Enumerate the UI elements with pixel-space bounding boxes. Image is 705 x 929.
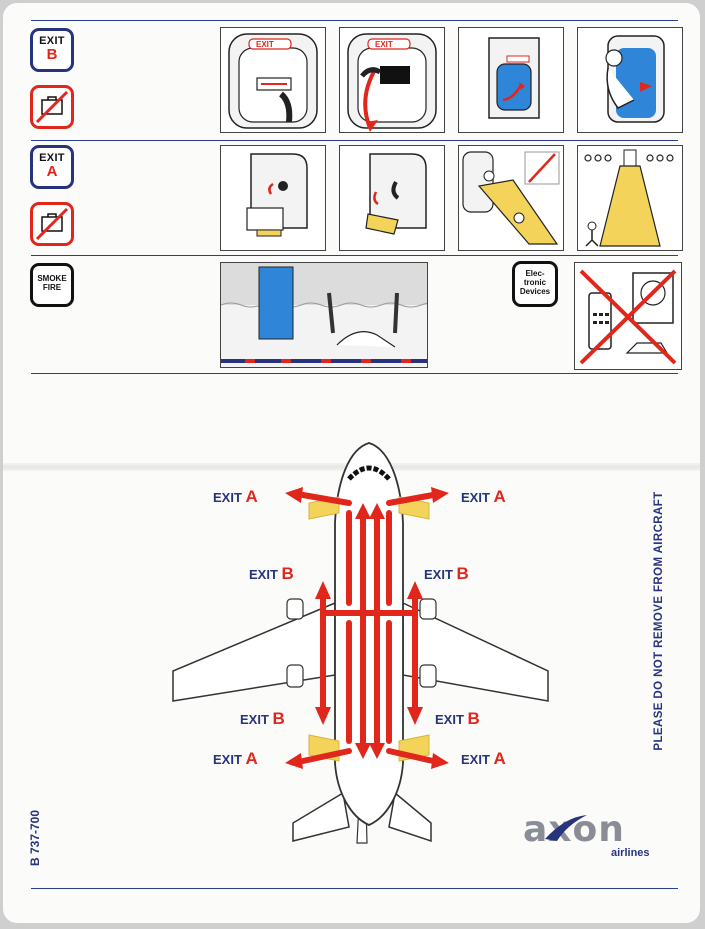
exit-a-badge: EXIT A xyxy=(30,145,74,189)
exit-label-rear-right: EXIT A xyxy=(461,749,506,768)
exit-sign-text: EXIT xyxy=(256,40,274,49)
exit-a-step-2-panel xyxy=(339,145,445,251)
no-luggage-badge xyxy=(30,85,74,129)
exit-label-front-right: EXIT A xyxy=(461,487,506,506)
no-luggage-icon xyxy=(35,90,69,124)
smoke-crawl-panel xyxy=(220,262,428,368)
exit-sign-text: EXIT xyxy=(375,40,393,49)
exit-a-step-4-panel xyxy=(577,145,683,251)
exit-label-wing-front-left: EXIT B xyxy=(249,564,294,583)
left-wing xyxy=(172,601,336,702)
no-luggage-icon xyxy=(35,207,69,241)
smoke-fire-badge: SMOKE FIRE xyxy=(30,263,74,307)
top-rule xyxy=(31,20,678,21)
exit-b-badge: EXIT B xyxy=(30,28,74,72)
exit-label-rear-left: EXIT A xyxy=(213,749,258,768)
row-divider-1 xyxy=(31,140,678,141)
no-electronics-panel xyxy=(574,262,682,370)
brand-sub: airlines xyxy=(611,847,650,859)
axon-airlines-logo: axon airlines xyxy=(523,809,673,861)
electronic-devices-badge: Elec- tronic Devices xyxy=(512,261,558,307)
safety-card: EXIT B EXIT A SMOKE FIRE Elec- tronic De… xyxy=(3,3,700,923)
no-luggage-badge-2 xyxy=(30,202,74,246)
bottom-rule xyxy=(31,888,678,889)
aircraft-exit-diagram xyxy=(172,442,549,844)
exit-b-step-2-panel: EXIT xyxy=(339,27,445,133)
exit-b-step-4-panel xyxy=(577,27,683,133)
brand-name: axon xyxy=(523,809,625,850)
exit-a-step-3-panel xyxy=(458,145,564,251)
exit-label-wing-rear-left: EXIT B xyxy=(240,709,285,728)
exit-a-step-1-panel xyxy=(220,145,326,251)
do-not-remove-notice: PLEASE DO NOT REMOVE FROM AIRCRAFT xyxy=(653,491,665,751)
row-divider-2 xyxy=(31,255,678,256)
brand-swoosh-icon xyxy=(545,815,587,841)
exit-label-wing-rear-right: EXIT B xyxy=(435,709,480,728)
row-divider-3 xyxy=(31,373,678,374)
exit-label-front-left: EXIT A xyxy=(213,487,258,506)
exit-label-wing-front-right: EXIT B xyxy=(424,564,469,583)
exit-b-step-1-panel: EXIT xyxy=(220,27,326,133)
exit-b-step-3-panel xyxy=(458,27,564,133)
aircraft-model-label: B 737-700 xyxy=(28,809,42,867)
